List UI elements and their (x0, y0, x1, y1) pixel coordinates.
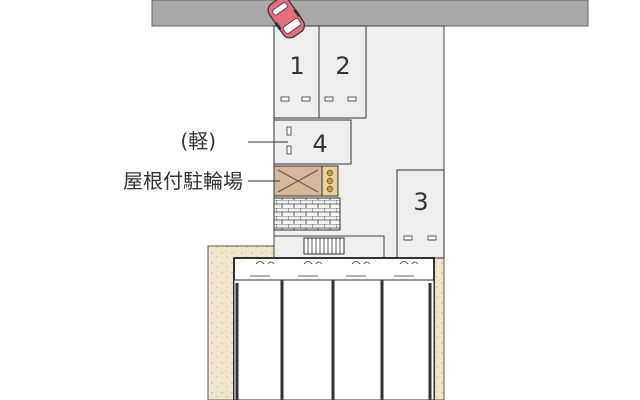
parking-stoppers-3 (403, 235, 437, 241)
brick-wall-icon (273, 197, 341, 231)
stairs-icon (303, 237, 345, 255)
parking-space-4-number: 4 (312, 130, 327, 158)
unit-door-icon (250, 261, 419, 277)
parking-space-2-number: 2 (335, 52, 350, 80)
parking-stoppers-1-2 (280, 96, 357, 102)
parking-space-3-number: 3 (413, 188, 428, 216)
light-vehicle-note: (軽) (180, 129, 216, 153)
car-icon (267, 0, 306, 39)
road (151, 0, 589, 27)
bicycle-shelter-label: 屋根付駐輪場 (123, 169, 243, 193)
apartment-building (233, 257, 435, 400)
parking-space-2 (318, 25, 367, 119)
parking-space-1-number: 1 (289, 52, 304, 80)
parking-stoppers-4 (286, 126, 292, 155)
parking-space-1 (273, 25, 320, 119)
parking-space-3 (396, 169, 445, 259)
bicycle-shelter-icon (273, 165, 339, 197)
